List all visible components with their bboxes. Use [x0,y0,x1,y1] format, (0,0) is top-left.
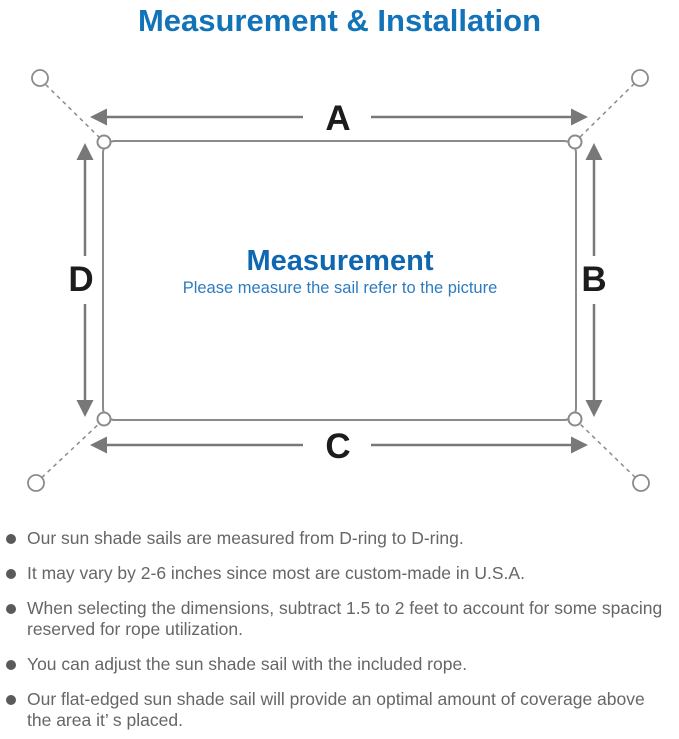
dimension-arrow-c [90,436,588,454]
edge-label-b: B [581,260,606,299]
edge-label-c: C [325,427,350,466]
note-text: It may vary by 2-6 inches since most are… [27,563,525,583]
note-item: Our flat-edged sun shade sail will provi… [6,689,672,731]
bullet-icon [6,695,16,705]
d-ring-bottom-right [567,411,583,427]
anchor-point-bottom-right [632,474,650,492]
edge-label-a: A [325,99,350,138]
sail-rectangle [102,140,577,421]
tether-top-right [575,77,641,142]
anchor-point-top-left [31,69,49,87]
page-title: Measurement & Installation [137,3,542,38]
anchor-point-top-right [631,69,649,87]
d-ring-bottom-left [96,411,112,427]
d-ring-top-right [567,134,583,150]
diagram-center-heading: Measurement [247,245,434,277]
tether-bottom-right [575,419,642,484]
tether-bottom-left [35,419,104,484]
edge-label-d: D [68,260,93,299]
bullet-icon [6,604,16,614]
bullet-icon [6,534,16,544]
note-text: Our sun shade sails are measured from D-… [27,528,464,548]
note-item: Our sun shade sails are measured from D-… [6,528,672,549]
dimension-arrow-b [585,143,603,417]
dimension-arrow-a [90,108,588,126]
bullet-icon [6,660,16,670]
dimension-arrow-d [76,143,94,417]
note-text: Our flat-edged sun shade sail will provi… [27,689,645,730]
note-item: You can adjust the sun shade sail with t… [6,654,672,675]
tether-top-left [39,78,104,142]
measurement-diagram: A B C D Measurement Please measure the s… [27,69,650,492]
note-item: It may vary by 2-6 inches since most are… [6,563,672,584]
note-text: When selecting the dimensions, subtract … [27,598,663,639]
anchor-point-bottom-left [27,474,45,492]
note-item: When selecting the dimensions, subtract … [6,598,672,640]
notes-list: Our sun shade sails are measured from D-… [6,528,672,739]
diagram-center-caption: Please measure the sail refer to the pic… [183,279,498,297]
bullet-icon [6,569,16,579]
d-ring-top-left [96,134,112,150]
note-text: You can adjust the sun shade sail with t… [27,654,468,674]
